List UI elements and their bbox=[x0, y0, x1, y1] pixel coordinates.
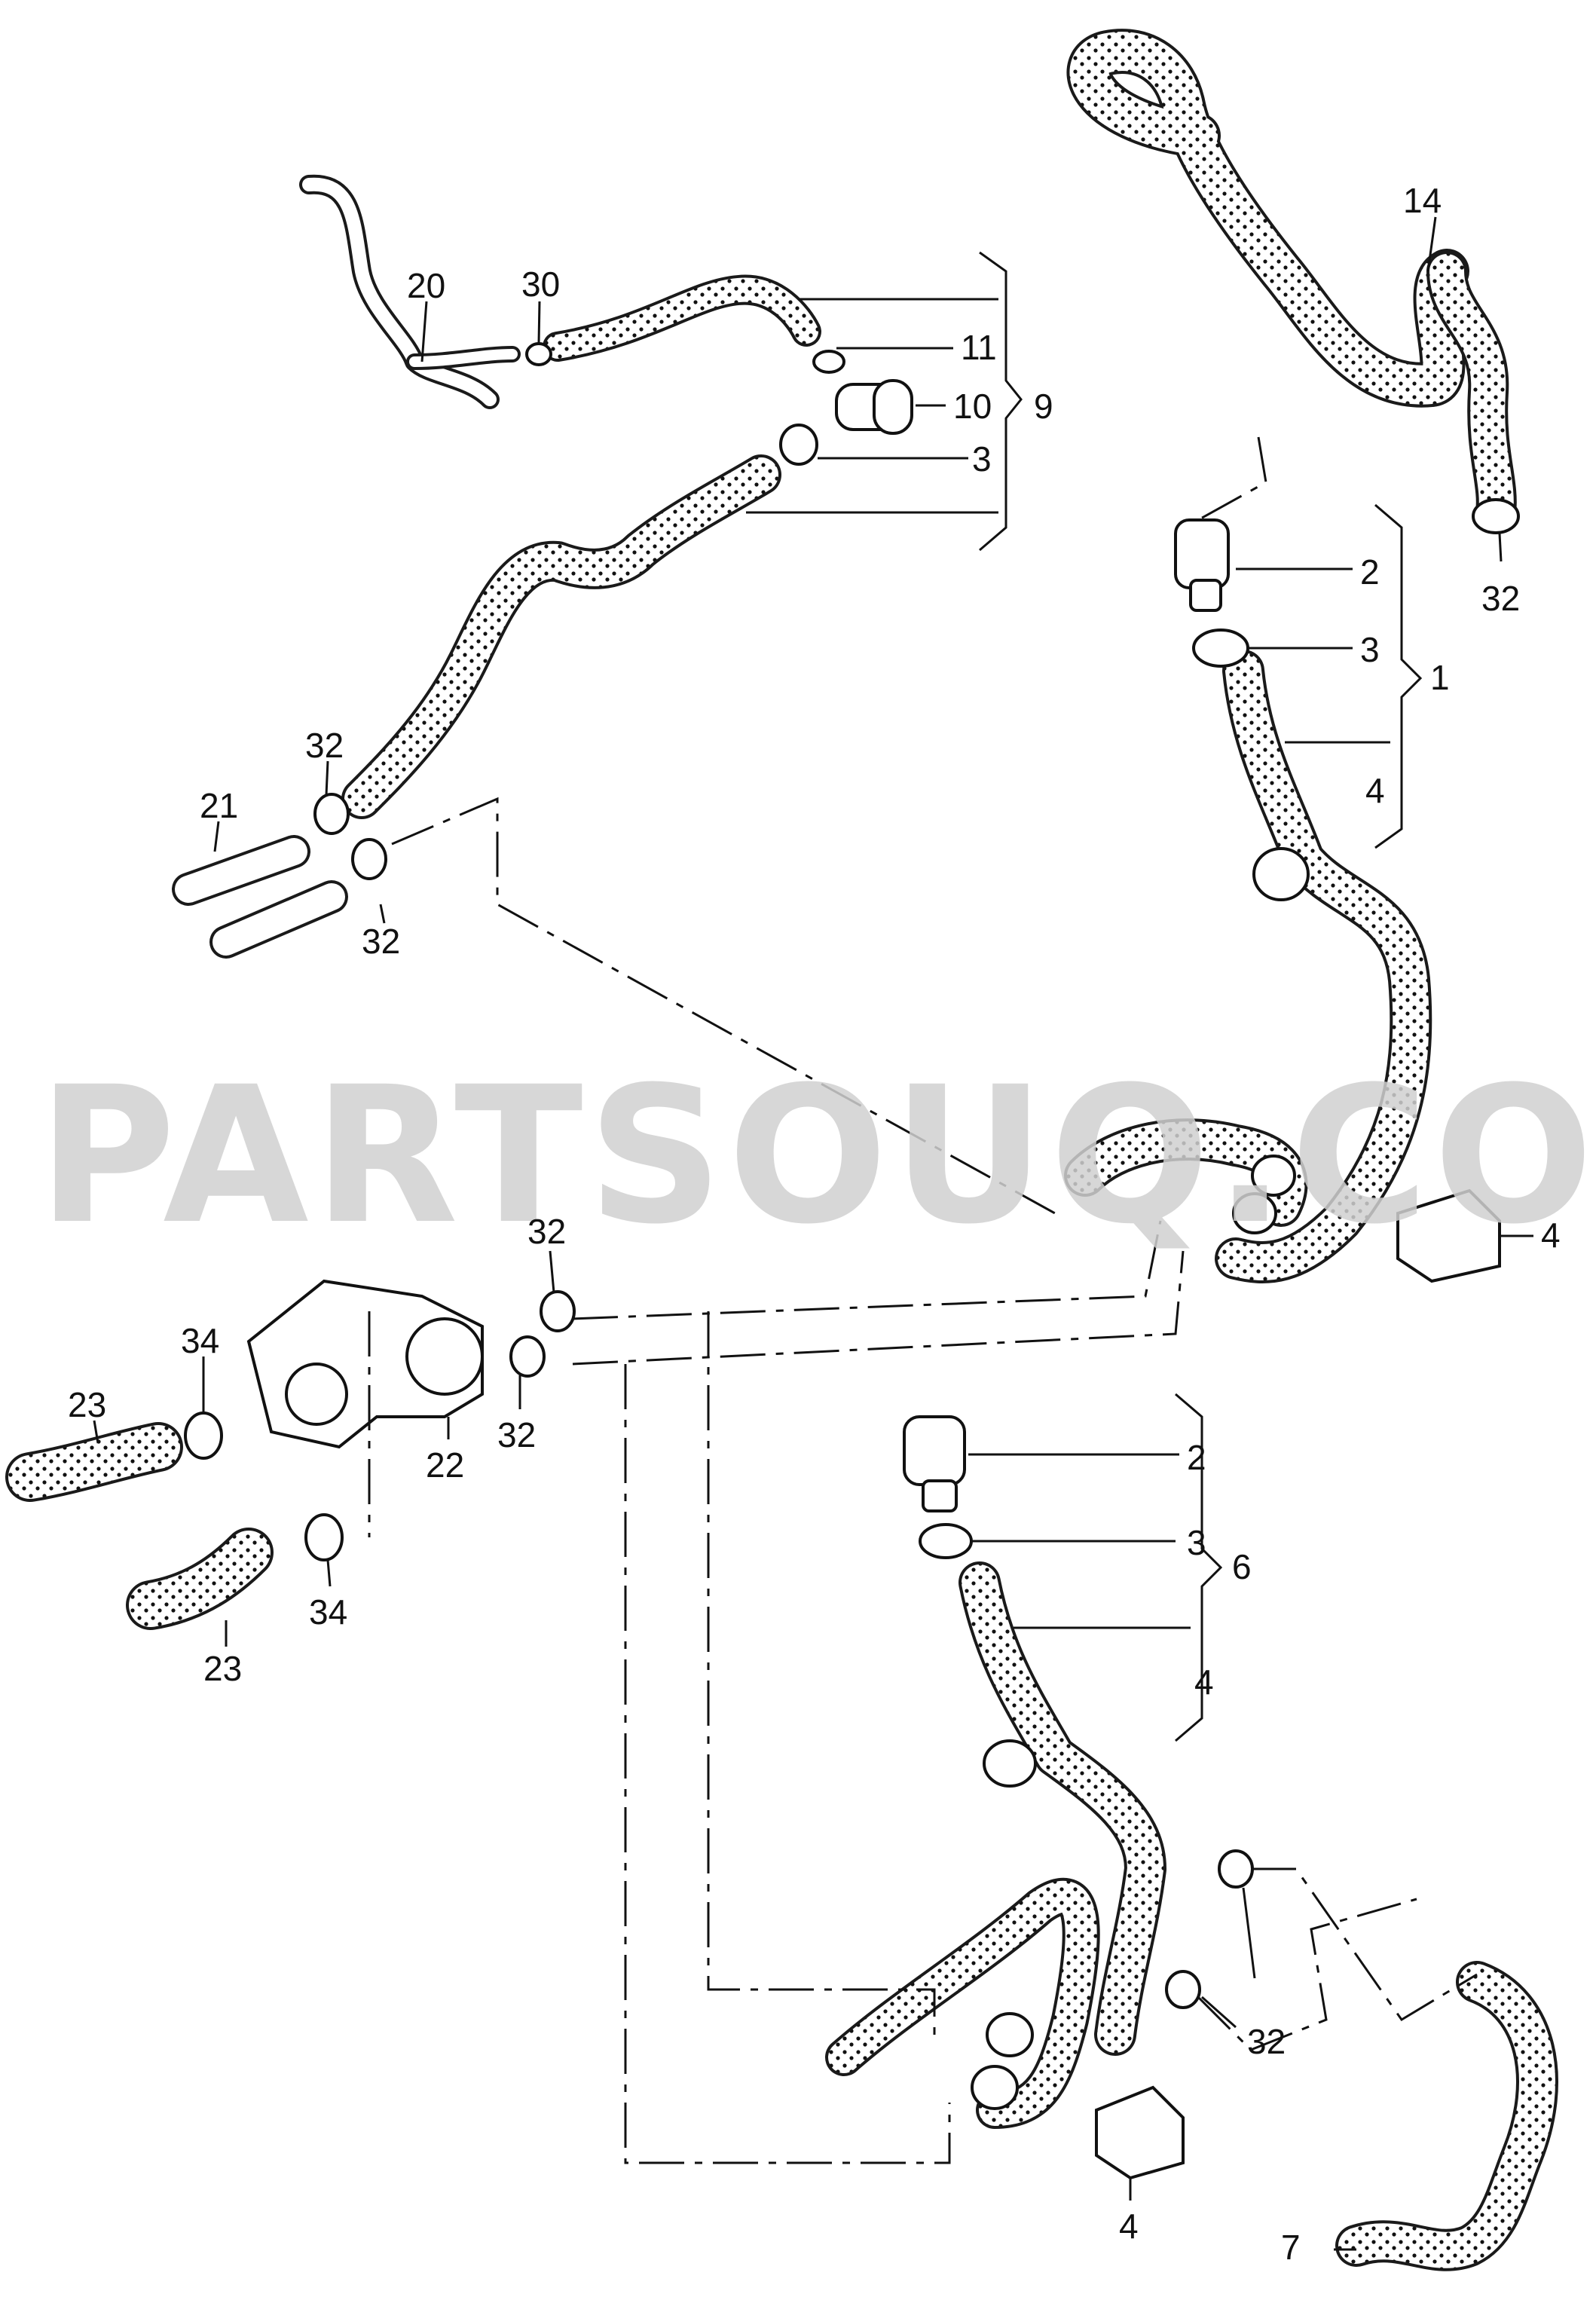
connector-item-2-upper bbox=[1174, 518, 1230, 612]
clamps-item-34 bbox=[184, 1412, 344, 1561]
pipe-item-21 bbox=[172, 835, 348, 959]
callout-34-lower: 34 bbox=[309, 1592, 347, 1632]
bracket-item-4-right bbox=[1396, 1188, 1501, 1283]
hose-lower-left-branch bbox=[825, 1877, 1100, 2129]
connector-item-2-lower bbox=[903, 1415, 966, 1512]
hose-ends-lower bbox=[971, 2012, 1034, 2110]
clamp-item-11 bbox=[812, 350, 845, 374]
pipe-item-20-branch bbox=[406, 346, 521, 370]
hose-item-7 bbox=[1335, 1961, 1558, 2271]
callout-labels: 20 30 11 10 3 9 14 32 2 3 1 4 32 21 32 4… bbox=[68, 181, 1561, 2267]
callout-23-lower: 23 bbox=[203, 1649, 242, 1688]
assembly-lines bbox=[368, 436, 1478, 2164]
callout-23-upper: 23 bbox=[68, 1385, 106, 1424]
clamp-on-hose-6 bbox=[983, 1739, 1037, 1788]
callout-21: 21 bbox=[200, 786, 238, 825]
hose-item-4-right bbox=[1215, 650, 1432, 1283]
callout-11: 11 bbox=[961, 328, 997, 367]
callout-6: 6 bbox=[1232, 1547, 1252, 1586]
callout-9: 9 bbox=[1034, 387, 1053, 426]
thermostat-housing-item-22 bbox=[246, 1279, 484, 1449]
hose-item-14 bbox=[1426, 251, 1517, 533]
callout-3-upper: 3 bbox=[972, 439, 992, 479]
callout-2-upper: 2 bbox=[1360, 552, 1380, 592]
callout-4-lower-group: 4 bbox=[1194, 1662, 1214, 1702]
callout-1: 1 bbox=[1430, 658, 1450, 697]
callout-10: 10 bbox=[953, 387, 992, 426]
hose-upper-right bbox=[1066, 29, 1469, 408]
clamp-on-hose-4 bbox=[1252, 847, 1310, 901]
clamp-item-3-upper bbox=[779, 424, 818, 466]
callout-34-upper: 34 bbox=[181, 1321, 219, 1360]
connector-item-10 bbox=[835, 379, 913, 435]
pipe-item-20 bbox=[299, 174, 500, 409]
callout-32-top-right: 32 bbox=[1481, 579, 1520, 618]
callout-32-left-bottom: 32 bbox=[362, 922, 400, 961]
hose-item-23-lower bbox=[126, 1528, 274, 1630]
callout-22: 22 bbox=[426, 1445, 464, 1485]
hose-ends-upper bbox=[1232, 1155, 1296, 1234]
callout-4-bracket-lower: 4 bbox=[1119, 2207, 1139, 2246]
callout-3-right: 3 bbox=[1360, 630, 1380, 669]
callout-7: 7 bbox=[1281, 2228, 1301, 2267]
callout-3-lower: 3 bbox=[1187, 1523, 1206, 1562]
clamps-item-32-left bbox=[313, 793, 387, 880]
hose-item-23-upper bbox=[5, 1422, 183, 1502]
clamp-item-3-lower bbox=[919, 1523, 973, 1559]
brace-group-9 bbox=[979, 251, 1023, 552]
clamps-item-32-middle bbox=[509, 1290, 576, 1378]
hose-item-9-lower bbox=[341, 454, 781, 819]
callout-4-right-group: 4 bbox=[1365, 771, 1385, 810]
callout-30: 30 bbox=[521, 265, 560, 304]
callout-20: 20 bbox=[407, 266, 445, 305]
leader-lines bbox=[93, 216, 1533, 2251]
callout-4-bracket-right: 4 bbox=[1541, 1216, 1561, 1255]
brace-group-6 bbox=[1175, 1393, 1223, 1742]
callout-32-middle-top: 32 bbox=[527, 1212, 566, 1251]
clamp-item-3-right bbox=[1192, 629, 1249, 668]
hose-item-6 bbox=[959, 1561, 1166, 2056]
brace-group-1 bbox=[1374, 503, 1423, 849]
callout-32-left-top: 32 bbox=[305, 726, 344, 765]
clamps-item-32-lower bbox=[1165, 1849, 1254, 2009]
callout-32-middle-bottom: 32 bbox=[497, 1415, 536, 1454]
watermark: PARTSOUQ.COM bbox=[38, 1046, 1596, 1265]
bracket-item-4-lower bbox=[1095, 2085, 1185, 2180]
clamp-item-32-top-right bbox=[1472, 498, 1520, 534]
callout-2-lower: 2 bbox=[1187, 1438, 1206, 1477]
callout-32-lower: 32 bbox=[1247, 2022, 1286, 2061]
hose-item-9-upper bbox=[543, 274, 821, 362]
callout-14: 14 bbox=[1403, 181, 1442, 220]
clamp-item-30 bbox=[525, 342, 552, 366]
